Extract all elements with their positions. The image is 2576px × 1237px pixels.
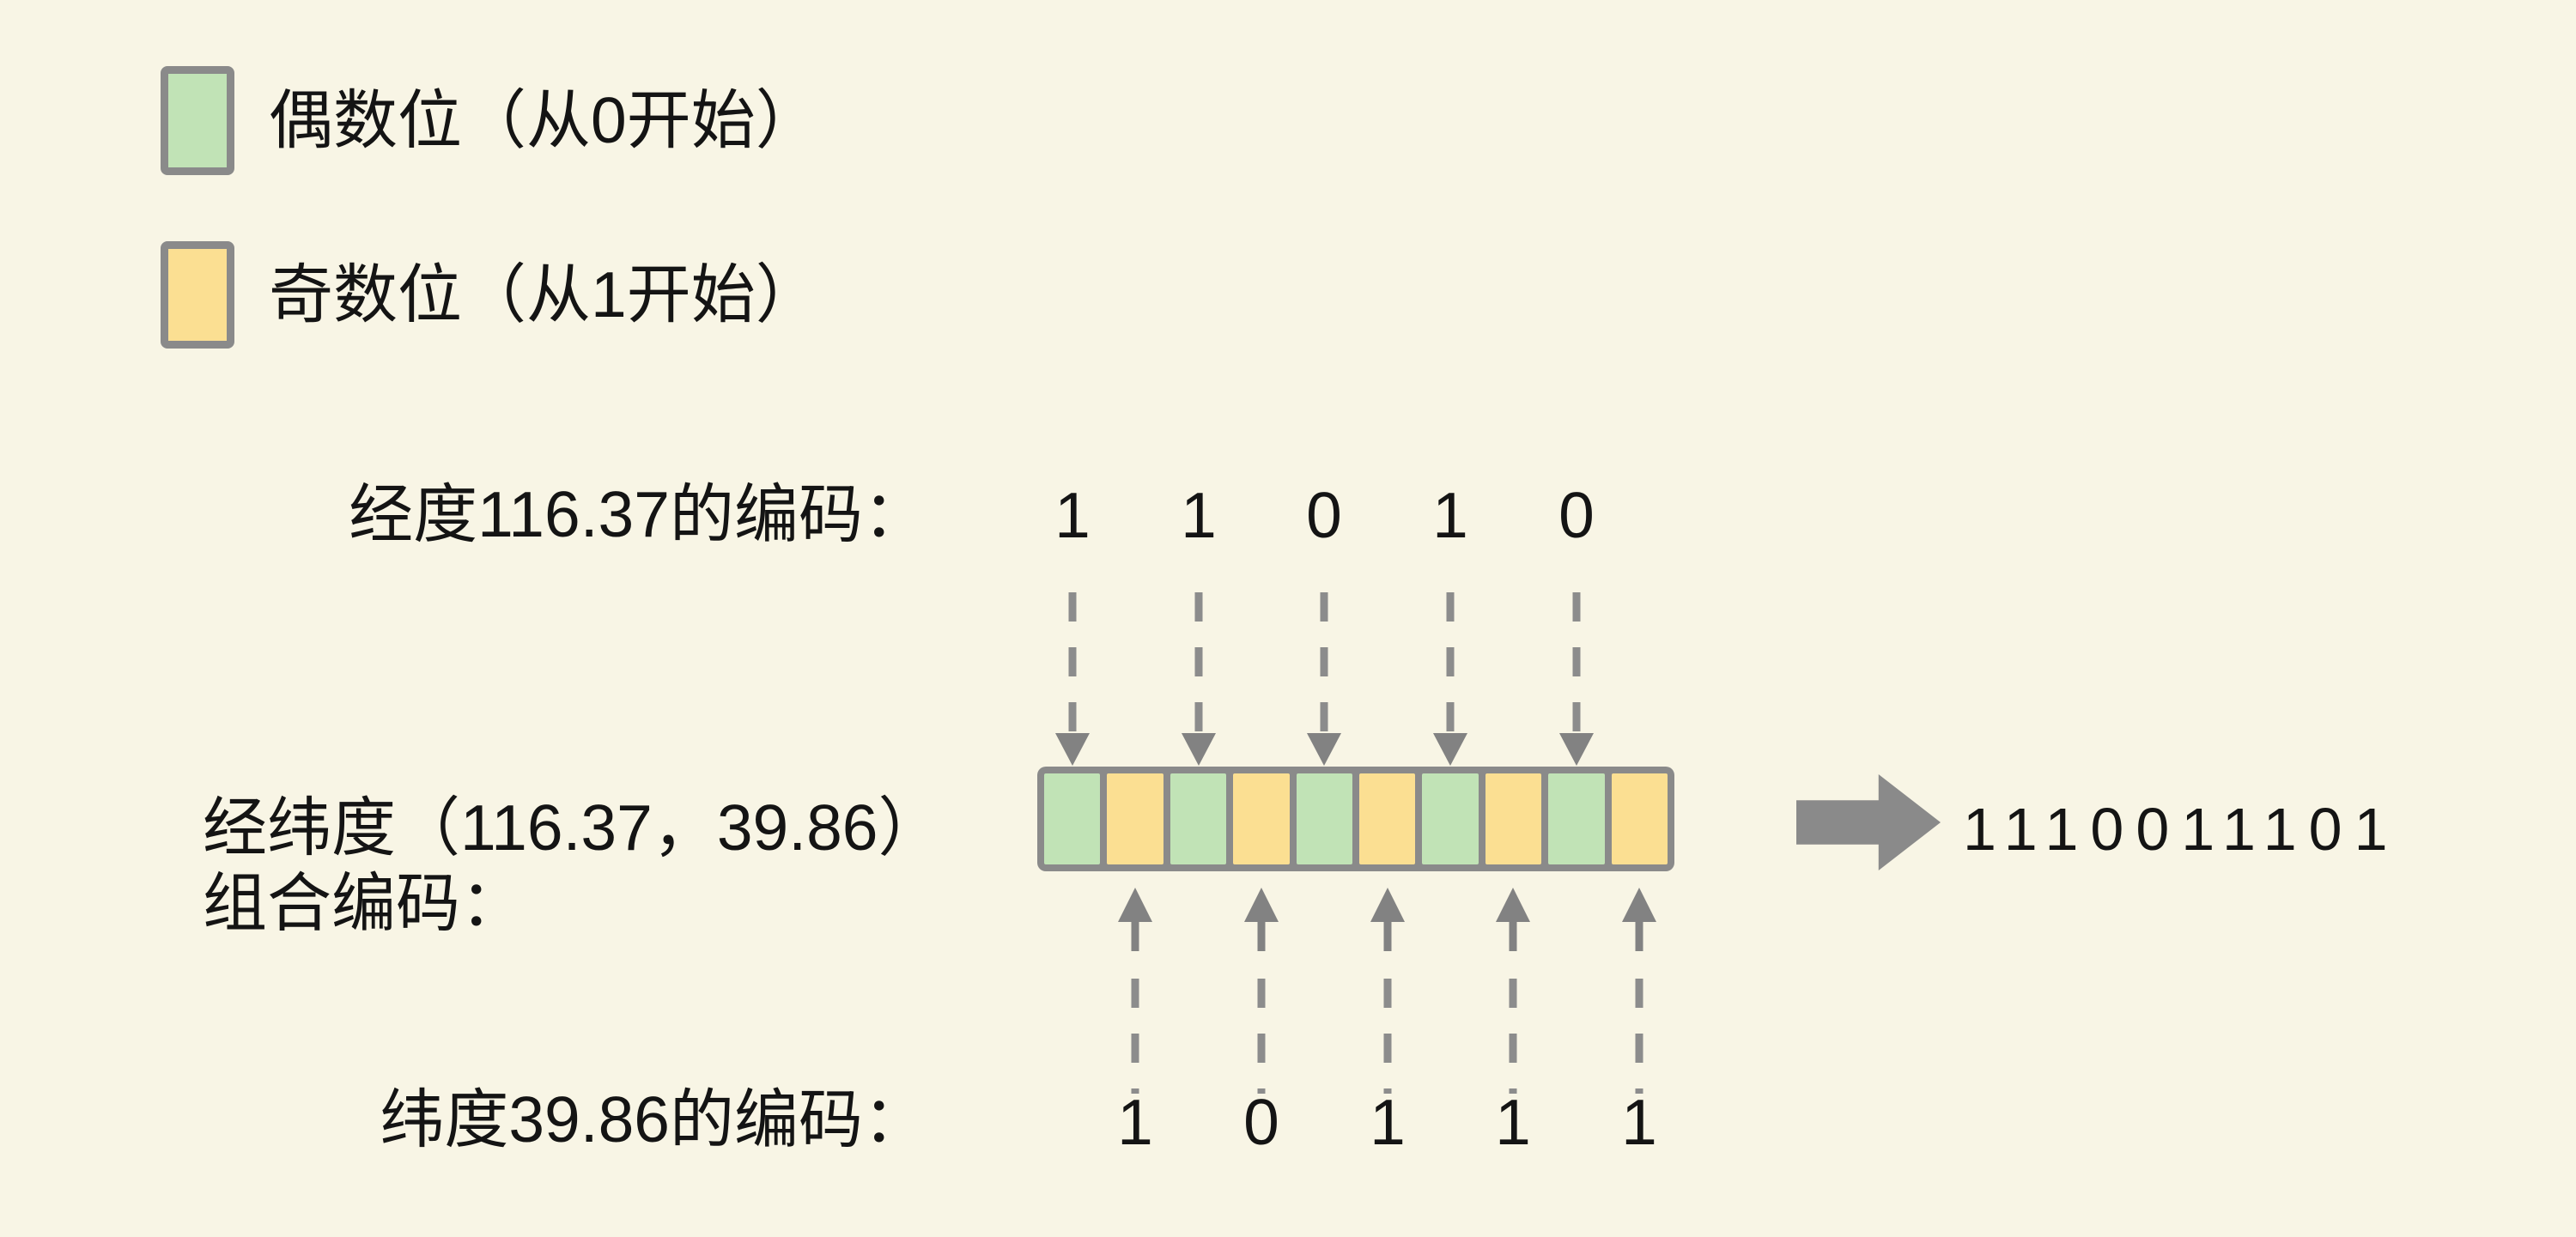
latitude-bit-1: 0 [1243, 1086, 1279, 1158]
latitude-bit-2: 1 [1370, 1086, 1406, 1158]
bit-cell-even [1296, 773, 1353, 864]
longitude-bit-1: 1 [1181, 479, 1217, 551]
bit-cell-odd [1485, 773, 1542, 864]
down-dashed-arrow-line [1446, 592, 1455, 731]
up-dashed-arrow-line [1257, 979, 1266, 1094]
longitude-bit-4: 0 [1558, 479, 1595, 551]
latitude-label: 纬度39.86的编码： [380, 1083, 927, 1155]
legend-label-odd: 奇数位（从1开始） [269, 258, 820, 330]
down-dashed-arrow-line [1194, 592, 1203, 731]
longitude-bit-3: 1 [1432, 479, 1468, 551]
combined-label: 经纬度（116.37，39.86） 组合编码： [203, 790, 943, 941]
legend-item-odd: 奇数位（从1开始） [161, 241, 820, 349]
bit-cell-odd [1233, 773, 1290, 864]
down-dashed-arrow-line [1068, 592, 1077, 731]
bit-cell-odd [1611, 773, 1668, 864]
up-arrow-stem [1257, 920, 1266, 951]
longitude-bit-2: 0 [1306, 479, 1342, 551]
down-arrow-head-icon [1055, 733, 1090, 766]
even-bit-swatch [161, 66, 234, 175]
up-arrow-stem [1635, 920, 1643, 951]
down-arrow-head-icon [1559, 733, 1594, 766]
down-arrow-head-icon [1182, 733, 1216, 766]
latitude-bit-3: 1 [1495, 1086, 1531, 1158]
legend-label-even: 偶数位（从0开始） [269, 84, 820, 156]
down-dashed-arrow-line [1320, 592, 1328, 731]
bit-cell-odd [1107, 773, 1163, 864]
longitude-bit-0: 1 [1054, 479, 1091, 551]
up-arrow-stem [1131, 920, 1139, 951]
right-block-arrow-icon [1796, 774, 1941, 870]
up-dashed-arrow-line [1131, 979, 1139, 1094]
bit-cell-even [1044, 773, 1101, 864]
down-arrow-head-icon [1307, 733, 1341, 766]
legend-item-even: 偶数位（从0开始） [161, 66, 820, 175]
result-bits: 1110011101 [1963, 796, 2400, 863]
up-arrow-head-icon [1118, 888, 1152, 922]
bit-cell-odd [1359, 773, 1416, 864]
bit-cell-even [1548, 773, 1605, 864]
latitude-bit-4: 1 [1621, 1086, 1657, 1158]
up-arrow-stem [1383, 920, 1392, 951]
combined-label-line1: 经纬度（116.37，39.86） [203, 791, 943, 864]
bit-row [1037, 767, 1674, 871]
up-arrow-head-icon [1370, 888, 1405, 922]
up-dashed-arrow-line [1635, 979, 1643, 1094]
longitude-label: 经度116.37的编码： [349, 478, 927, 550]
up-dashed-arrow-line [1509, 979, 1517, 1094]
latitude-bit-0: 1 [1117, 1086, 1153, 1158]
bit-cell-even [1422, 773, 1479, 864]
up-arrow-head-icon [1496, 888, 1530, 922]
up-arrow-head-icon [1622, 888, 1656, 922]
up-arrow-stem [1509, 920, 1517, 951]
odd-bit-swatch [161, 241, 234, 349]
up-arrow-head-icon [1244, 888, 1279, 922]
down-arrow-head-icon [1433, 733, 1467, 766]
down-dashed-arrow-line [1572, 592, 1581, 731]
up-dashed-arrow-line [1383, 979, 1392, 1094]
bit-cell-even [1170, 773, 1227, 864]
combined-label-line2: 组合编码： [203, 867, 526, 939]
